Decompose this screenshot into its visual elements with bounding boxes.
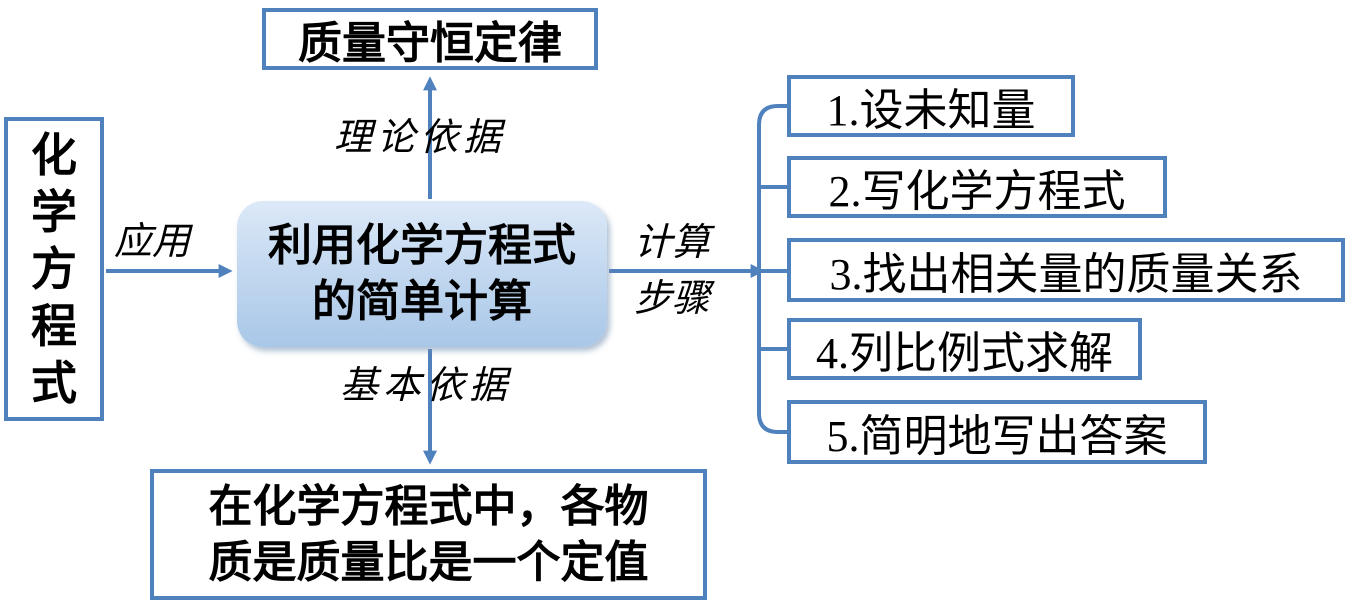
node-step-5: 5.简明地写出答案 xyxy=(787,400,1207,464)
edge-label-basic-basis: 基本依据 xyxy=(339,365,512,407)
node-chemical-equation-char: 方 xyxy=(31,242,77,295)
node-step-2-label: 2.写化学方程式 xyxy=(828,167,1126,216)
node-step-3-label: 3.找出相关量的质量关系 xyxy=(829,250,1303,299)
node-chemical-equation-char: 化 xyxy=(31,128,77,181)
edge-label-theoretical-basis: 理论依据 xyxy=(333,117,506,159)
edge-label-calculation-steps-line2: 步骤 xyxy=(633,278,710,320)
node-step-4: 4.列比例式求解 xyxy=(787,318,1142,380)
node-mass-ratio-line2: 质是质量比是一个定值 xyxy=(208,537,649,587)
node-step-5-label: 5.简明地写出答案 xyxy=(826,412,1168,461)
node-mass-conservation-law-label: 质量守恒定律 xyxy=(298,19,562,68)
node-chemical-equation-char: 式 xyxy=(31,356,77,409)
node-step-3: 3.找出相关量的质量关系 xyxy=(787,238,1345,302)
node-mass-ratio-fixed-value: 在化学方程式中，各物 质是质量比是一个定值 xyxy=(150,469,707,600)
node-chemical-equation-char: 学 xyxy=(31,185,77,238)
node-chemical-equation-char: 程 xyxy=(31,299,77,352)
node-step-1-label: 1.设未知量 xyxy=(826,86,1036,135)
node-step-4-label: 4.列比例式求解 xyxy=(816,329,1113,378)
node-mass-ratio-line1: 在化学方程式中，各物 xyxy=(208,481,649,531)
node-step-1: 1.设未知量 xyxy=(787,75,1075,137)
edge-label-apply: 应用 xyxy=(113,221,190,263)
node-calculation-with-equations: 利用化学方程式 的简单计算 xyxy=(237,201,607,347)
edge-label-calculation-steps-line1: 计算 xyxy=(633,222,710,264)
node-calculation-line1: 利用化学方程式 xyxy=(268,221,576,270)
node-step-2: 2.写化学方程式 xyxy=(787,156,1167,218)
node-mass-conservation-law: 质量守恒定律 xyxy=(262,8,598,70)
edge-label-calculation-steps: 计算 步骤 xyxy=(624,223,720,319)
node-calculation-line2: 的简单计算 xyxy=(312,277,532,326)
node-chemical-equation: 化 学 方 程 式 xyxy=(4,117,104,421)
